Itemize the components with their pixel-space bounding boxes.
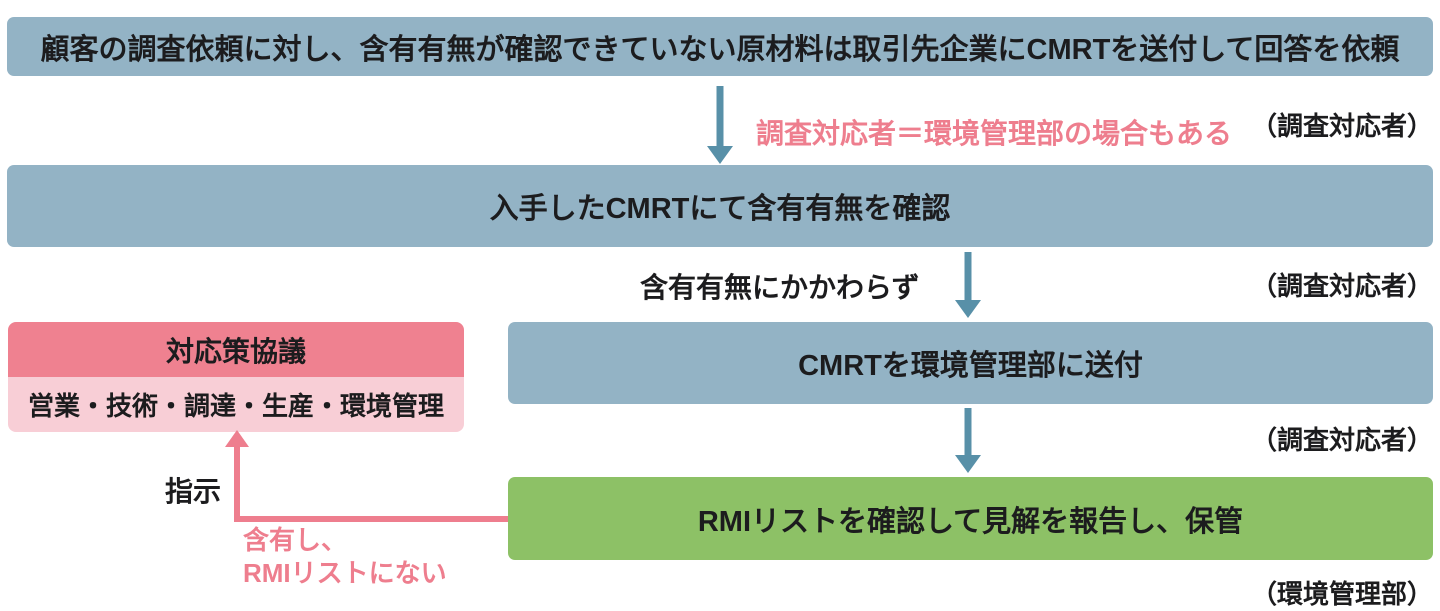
down-arrow-head <box>955 455 981 473</box>
elbow-arrow-horizontal <box>234 516 508 522</box>
role-label-4: （環境管理部） <box>1250 579 1433 609</box>
down-arrow-head <box>707 146 733 164</box>
step-check-cmrt-label: 入手したCMRTにて含有有無を確認 <box>489 193 951 225</box>
note-regardless-of-content: 含有有無にかかわらず <box>640 272 920 303</box>
condition-line-1: 含有し、 <box>243 525 348 555</box>
countermeasure-box-members: 営業・技術・調達・生産・環境管理 <box>27 391 444 421</box>
step-request-cmrt-label: 顧客の調査依頼に対し、含有有無が確認できていない原材料は取引先企業にCMRTを送… <box>40 33 1400 66</box>
down-arrow-stem <box>716 86 724 146</box>
down-arrow-stem <box>964 408 972 455</box>
up-arrow-icon <box>225 430 249 447</box>
countermeasure-box-body: 営業・技術・調達・生産・環境管理 <box>8 377 464 432</box>
countermeasure-box-title: 対応策協議 <box>165 335 306 367</box>
step-request-cmrt-bar: 顧客の調査依頼に対し、含有有無が確認できていない原材料は取引先企業にCMRTを送… <box>7 17 1433 76</box>
step-check-cmrt-bar: 入手したCMRTにて含有有無を確認 <box>7 165 1433 247</box>
role-label-1: （調査対応者） <box>1250 111 1433 141</box>
instruction-label: 指示 <box>165 476 222 507</box>
condition-line-2: RMIリストにない <box>243 558 447 588</box>
down-arrow-icon-3 <box>955 408 981 473</box>
elbow-arrow-vertical <box>234 446 240 522</box>
down-arrow-stem <box>964 252 972 300</box>
role-label-2: （調査対応者） <box>1250 271 1433 301</box>
down-arrow-icon-2 <box>955 252 981 318</box>
countermeasure-box-header: 対応策協議 <box>8 322 464 377</box>
role-label-3: （調査対応者） <box>1250 425 1433 455</box>
step-send-to-env-dept-bar: CMRTを環境管理部に送付 <box>508 322 1433 404</box>
step-check-rmi-list-label: RMIリストを確認して見解を報告し、保管 <box>697 505 1244 538</box>
step-send-to-env-dept-label: CMRTを環境管理部に送付 <box>798 350 1143 382</box>
down-arrow-icon-1 <box>707 86 733 164</box>
step-check-rmi-list-bar: RMIリストを確認して見解を報告し、保管 <box>508 477 1433 560</box>
down-arrow-head <box>955 300 981 318</box>
condition-label: 含有し、 RMIリストにない <box>243 524 447 590</box>
countermeasure-box: 対応策協議 営業・技術・調達・生産・環境管理 <box>8 322 464 432</box>
note-investigator-equals-env-dept: 調査対応者＝環境管理部の場合もある <box>756 118 1233 149</box>
